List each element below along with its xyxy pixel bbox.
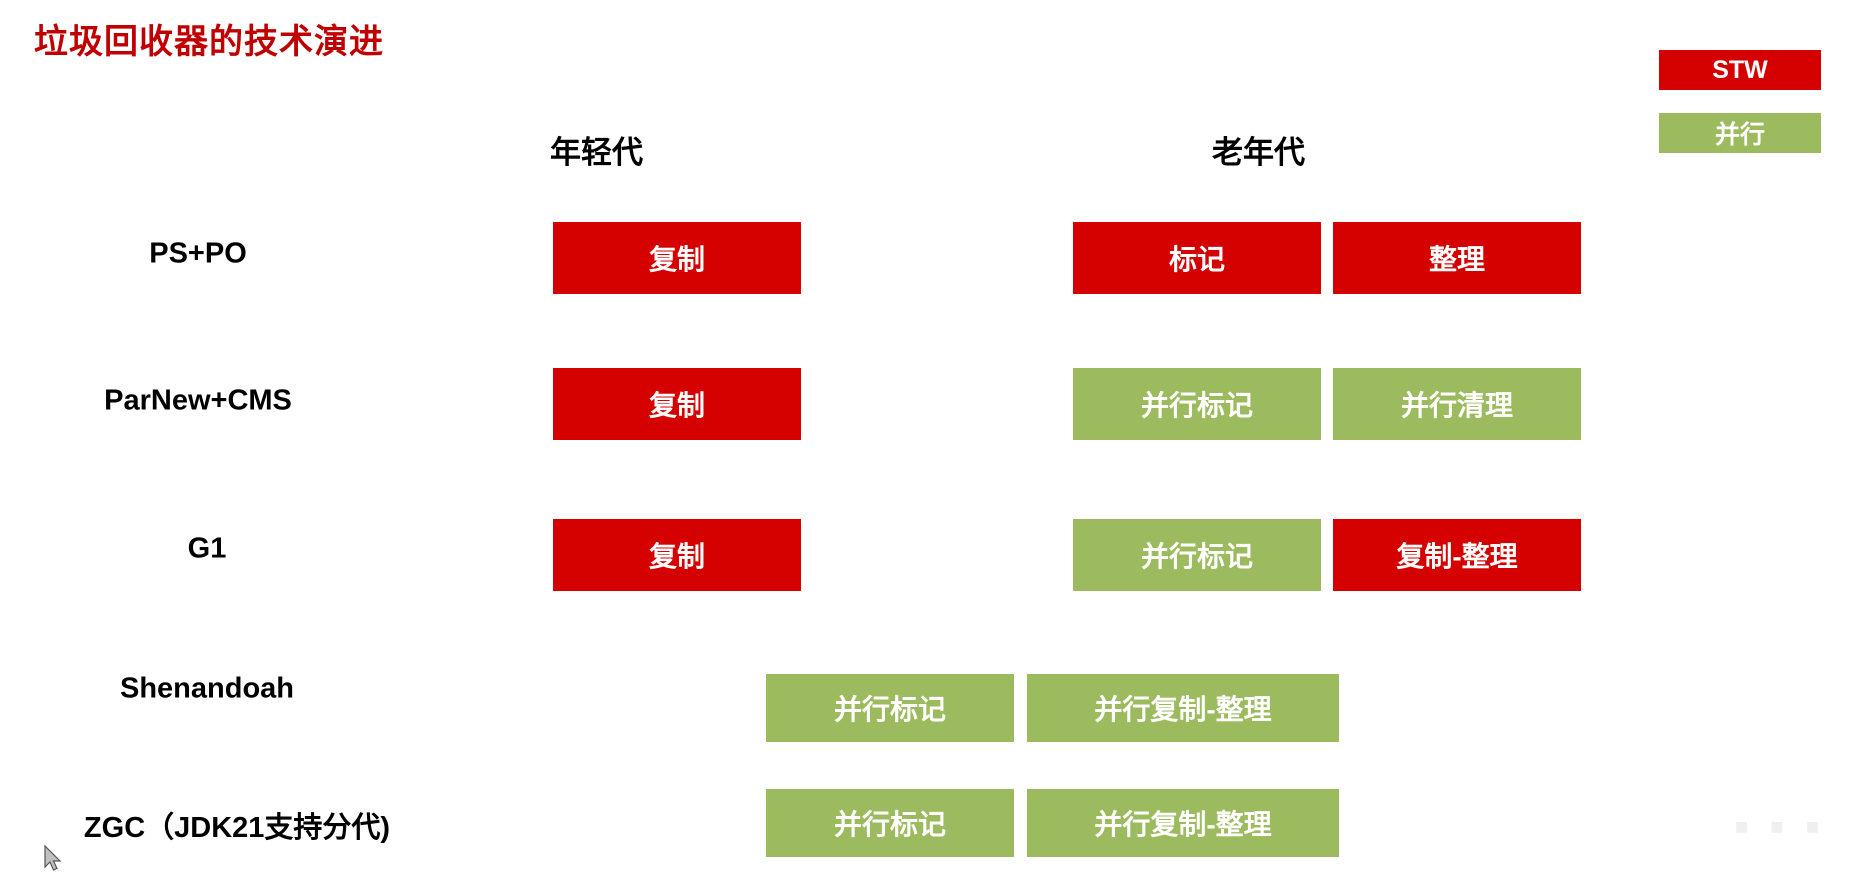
bar-old-concurrent-mark: 并行标记 [1073, 519, 1321, 591]
bar-old-mark: 标记 [1073, 222, 1321, 294]
column-header-old-gen: 老年代 [1212, 135, 1305, 170]
row-label-zgc: ZGC（JDK21支持分代) [83, 812, 391, 844]
watermark: ■ ■ ■ [1734, 814, 1827, 839]
row-label-g1: G1 [187, 532, 227, 565]
bar-young-copy: 复制 [553, 222, 801, 294]
legend-item-stw: STW [1659, 50, 1821, 90]
bar-old-concurrent-mark: 并行标记 [1073, 368, 1321, 440]
bar-concurrent-copy-compact: 并行复制-整理 [1027, 674, 1339, 742]
legend-item-parallel: 并行 [1659, 113, 1821, 153]
row-label-ps-po: PS+PO [149, 237, 247, 270]
column-header-young-gen: 年轻代 [550, 135, 643, 170]
row-label-shenandoah: Shenandoah [119, 672, 295, 705]
bar-concurrent-mark: 并行标记 [766, 674, 1014, 742]
bar-young-copy: 复制 [553, 519, 801, 591]
bar-old-compact: 整理 [1333, 222, 1581, 294]
bar-concurrent-mark: 并行标记 [766, 789, 1014, 857]
bar-old-concurrent-sweep: 并行清理 [1333, 368, 1581, 440]
bar-young-copy: 复制 [553, 368, 801, 440]
row-label-parnew-cms: ParNew+CMS [104, 384, 292, 417]
legend: STW 并行 [1659, 50, 1821, 176]
bar-concurrent-copy-compact: 并行复制-整理 [1027, 789, 1339, 857]
page-title: 垃圾回收器的技术演进 [34, 23, 384, 61]
bar-old-copy-compact: 复制-整理 [1333, 519, 1581, 591]
